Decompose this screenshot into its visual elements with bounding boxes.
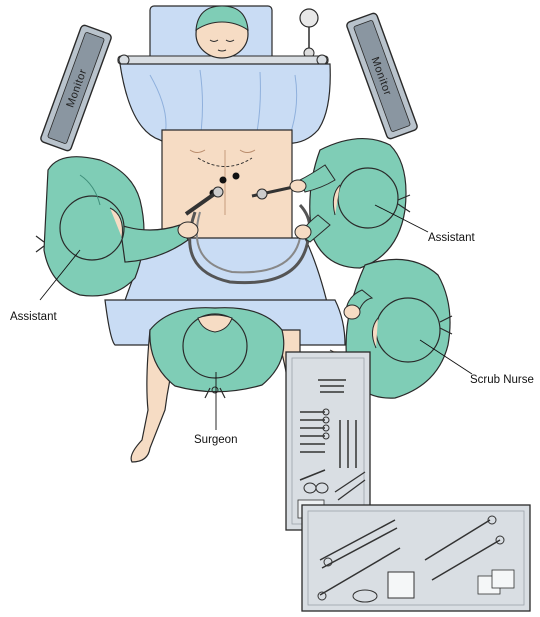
label-scrub-nurse: Scrub Nurse <box>470 374 534 386</box>
label-surgeon: Surgeon <box>194 434 237 446</box>
assistant-right-figure <box>289 137 411 269</box>
callout-lines <box>39 204 473 430</box>
monitor-left: Monitor <box>40 24 112 152</box>
label-assistant-left: Assistant <box>10 311 57 323</box>
patient-head <box>195 5 249 59</box>
monitor-right: Monitor <box>346 12 418 140</box>
callout-assistant-right <box>374 204 429 233</box>
callout-scrub-nurse <box>419 339 473 375</box>
instrument-tray-vertical <box>285 351 371 531</box>
instrument-tray-horizontal <box>301 504 531 612</box>
callout-assistant-left <box>39 249 81 301</box>
surgeon-figure <box>149 307 285 399</box>
scrub-nurse-figure <box>329 258 453 399</box>
label-assistant-right: Assistant <box>428 232 475 244</box>
assistant-left-figure <box>35 156 199 297</box>
